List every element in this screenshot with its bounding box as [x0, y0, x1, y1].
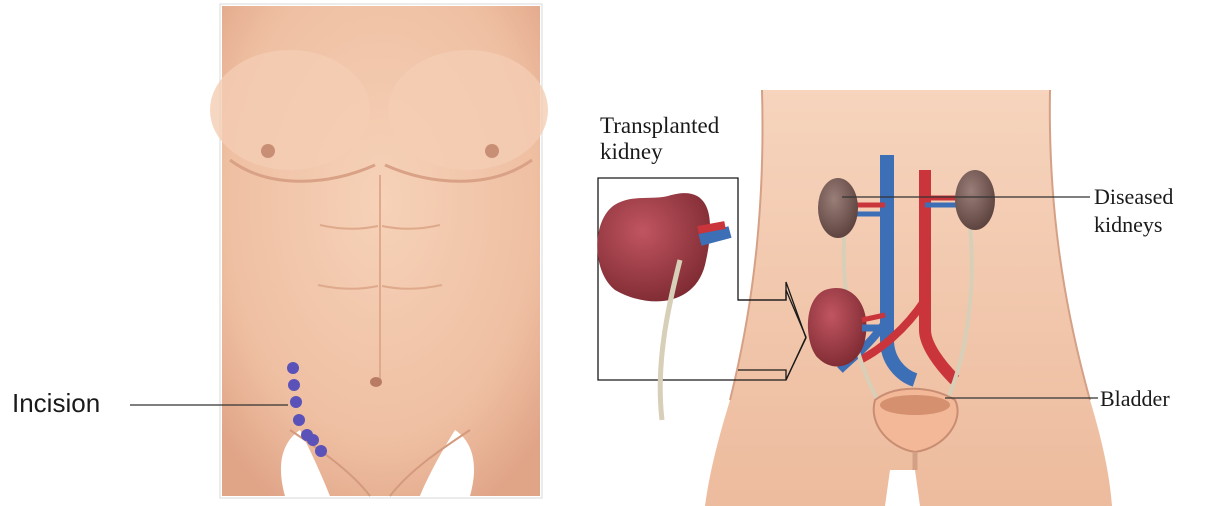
incision-label: Incision — [12, 388, 100, 419]
transplanted-label-line1: Transplanted — [600, 113, 719, 139]
transplanted-label-line2: kidney — [600, 139, 663, 165]
bladder-label: Bladder — [1100, 386, 1170, 412]
torso-illustration — [210, 4, 548, 498]
diseased-label-line2: kidneys — [1094, 212, 1162, 238]
diseased-kidney-right — [955, 170, 995, 230]
diseased-label-line1: Diseased — [1094, 184, 1173, 210]
diseased-kidney-left — [818, 178, 858, 238]
transplanted-kidney-small — [808, 288, 867, 366]
abdomen-illustration — [705, 90, 1112, 506]
kidney-icon — [597, 193, 710, 301]
